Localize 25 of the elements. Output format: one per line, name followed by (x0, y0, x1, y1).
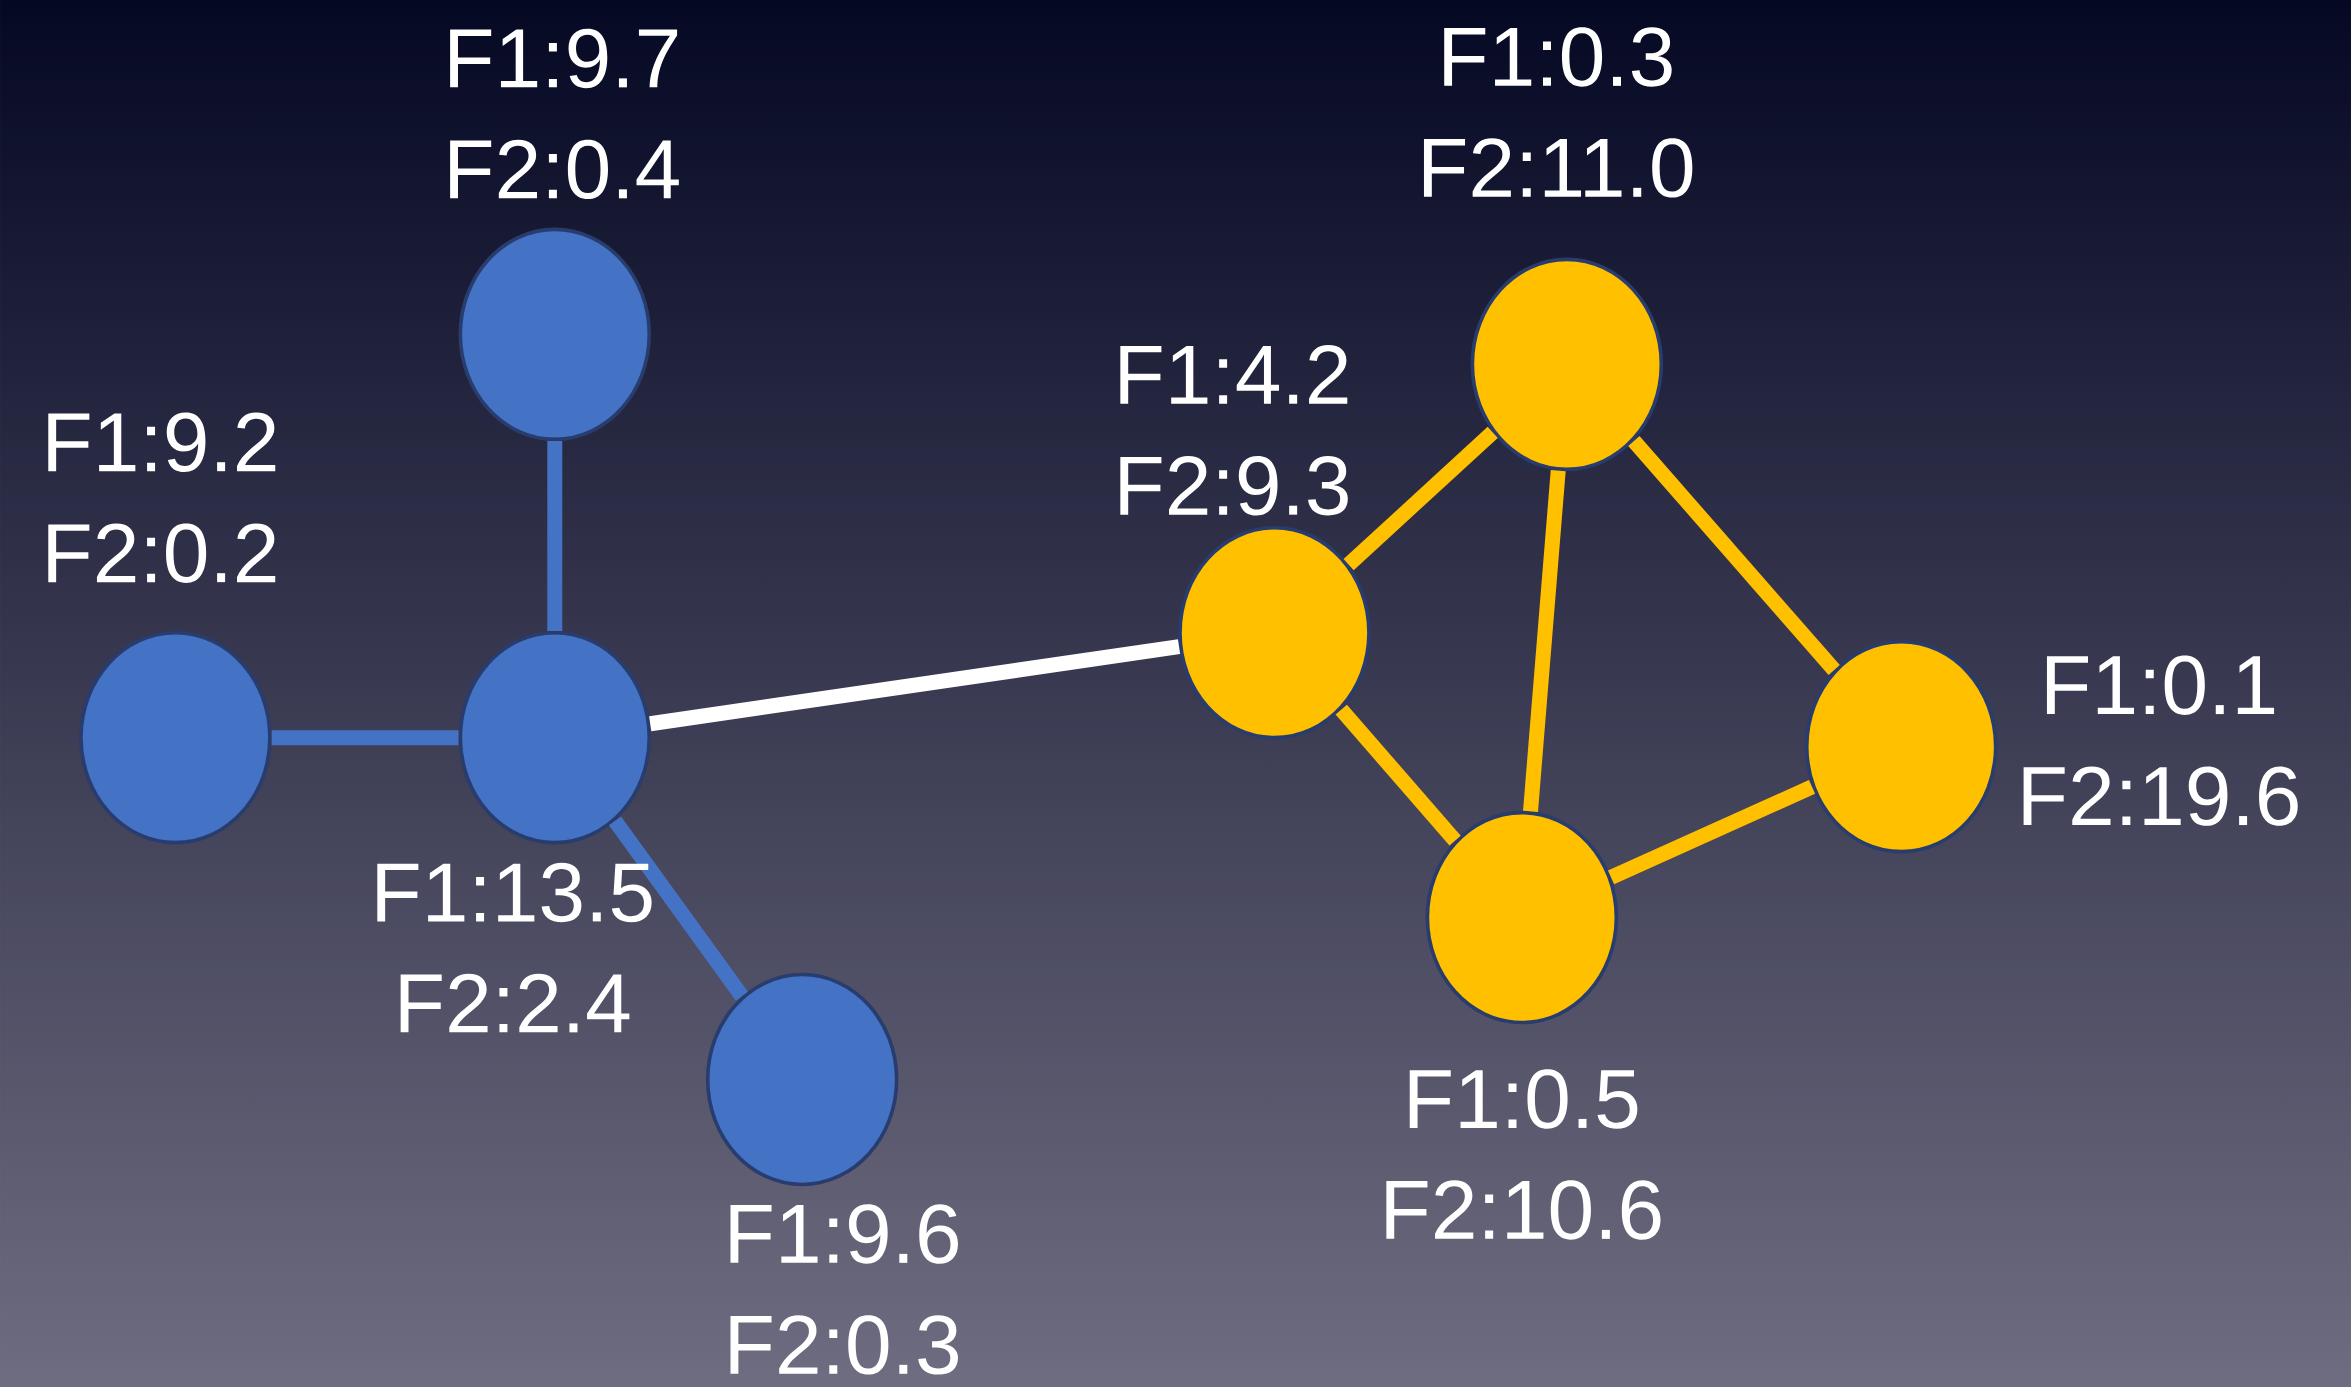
circle-node (1425, 810, 1619, 1025)
circle-node (1470, 257, 1664, 472)
node-label: F1:4.2 F2:9.3 (1120, 345, 1348, 516)
circle-node (79, 630, 272, 845)
node-label: F1:0.1 F2:19.6 (2023, 655, 2298, 826)
node-label: F1:0.3 F2:11.0 (1423, 27, 1693, 198)
connector-line (649, 639, 1181, 732)
connector-line (271, 730, 459, 746)
node-label: F1:9.7 F2:0.4 (450, 28, 679, 200)
node-label: F1:9.6 F2:0.3 (730, 1204, 958, 1375)
node-label: F1:0.5 F2:10.6 (1386, 1069, 1661, 1240)
circle-node (705, 972, 899, 1187)
circle-node (458, 630, 652, 845)
node-label: F1:9.2 F2:0.2 (48, 412, 276, 583)
connector-line (1628, 436, 1840, 675)
connector-line (1343, 426, 1498, 571)
connector-line (1607, 780, 1816, 885)
node-label: F1:13.5 F2:2.4 (377, 862, 652, 1033)
connector-line (547, 441, 563, 631)
connector-line (608, 816, 748, 1001)
connector-line (1335, 704, 1461, 846)
circle-node (1178, 526, 1371, 740)
connector-line (1523, 470, 1566, 812)
circle-node (458, 227, 652, 442)
circle-node (1804, 639, 1998, 854)
